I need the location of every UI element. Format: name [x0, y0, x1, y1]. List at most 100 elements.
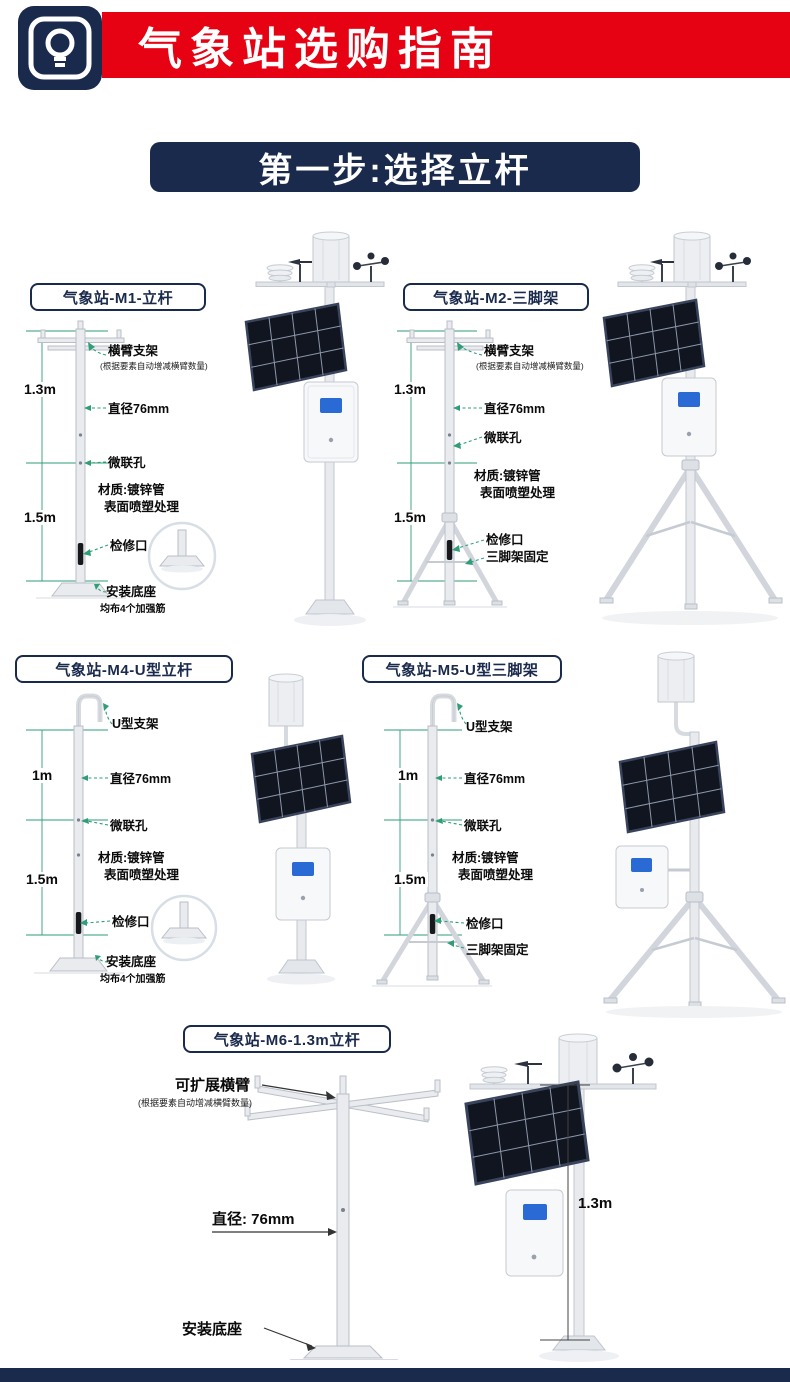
m2-ann-arm-bracket: 横臂支架	[484, 344, 535, 358]
m6-section-title: 气象站-M6-1.3m立杆	[183, 1025, 391, 1053]
m6-ann-expandable-arm: 可扩展横臂	[175, 1077, 251, 1094]
m2-ann-link-hole: 微联孔	[484, 431, 522, 445]
m6-leader-lines	[212, 1084, 335, 1347]
m6-pole-and-arms	[244, 1075, 441, 1359]
m4-ann-link-hole: 微联孔	[110, 819, 148, 833]
m2-section-title: 气象站-M2-三脚架	[403, 283, 589, 311]
m1-ann-material-2: 表面喷塑处理	[104, 500, 180, 514]
m4-ann-access-port: 检修口	[112, 915, 150, 929]
page-title: 气象站选购指南	[138, 25, 502, 74]
m1-photo-radiation-shield	[266, 264, 294, 282]
m5-pole	[427, 725, 438, 977]
m2-photo-wind-vane	[650, 259, 674, 282]
m1-ann-mounting-base-note: 均布4个加强筋	[100, 604, 166, 615]
m2-ann-access-port: 检修口	[486, 533, 524, 547]
m1-ann-arm-bracket-note: (根据要素自动增减横臂数量)	[100, 361, 208, 371]
m1-ann-material-1: 材质:镀锌管	[98, 483, 165, 497]
m6-photo-radiation-shield	[480, 1066, 508, 1084]
m1-pole-diagram	[26, 320, 217, 599]
m6-ann-expandable-arm-note: (根据要素自动增减横臂数量)	[138, 1098, 252, 1108]
m1-dim-1-3m: 1.3m	[22, 381, 58, 398]
m2-photo-tripod-legs	[603, 465, 778, 603]
m6-section-title-text: 气象站-M6-1.3m立杆	[213, 1031, 361, 1049]
m5-photo-u-tube	[674, 702, 693, 736]
m5-section-title: 气象站-M5-U型三脚架	[362, 655, 562, 683]
m4-u-bracket	[76, 693, 103, 730]
m1-callout-arrows	[88, 345, 109, 593]
m5-dimension-lines	[384, 729, 462, 936]
m5-photo-control-box	[615, 845, 690, 909]
m1-photo-wind-vane	[288, 259, 312, 282]
m1-photo-rain-gauge	[312, 231, 350, 288]
m1-base-inset-drawing	[158, 529, 206, 567]
m5-photo-rain-gauge	[657, 651, 695, 703]
m6-photo-wind-vane	[514, 1061, 542, 1084]
m6-photo-rain-gauge	[558, 1033, 598, 1085]
m6-photo-control-box	[505, 1189, 564, 1277]
m6-ann-mounting-base: 安装底座	[182, 1321, 243, 1338]
m4-access-slot	[75, 912, 82, 934]
m1-photo-anemometer	[353, 252, 389, 282]
m2-pole-diagram	[393, 320, 507, 608]
m6-pole-diagram	[212, 1075, 441, 1360]
m6-product-photo	[464, 1033, 657, 1362]
m1-section-title-text: 气象站-M1-立杆	[62, 289, 174, 307]
m4-ann-material-2: 表面喷塑处理	[104, 868, 180, 882]
m1-ann-access-port: 检修口	[110, 539, 148, 553]
m1-dim-1-5m: 1.5m	[22, 509, 58, 526]
m2-photo-rain-gauge	[673, 231, 711, 288]
m2-ann-arm-bracket-note: (根据要素自动增减横臂数量)	[476, 361, 584, 371]
m5-ann-access-port: 检修口	[466, 917, 504, 931]
m4-base-inset-drawing	[160, 901, 208, 939]
m5-section-title-text: 气象站-M5-U型三脚架	[385, 661, 539, 679]
m4-photo-base	[278, 959, 325, 974]
m4-pole-diagram	[26, 693, 218, 974]
m2-ann-material-2: 表面喷塑处理	[480, 486, 556, 500]
m4-ann-mounting-base-note: 均布4个加强筋	[100, 974, 166, 985]
m6-ann-diameter: 直径: 76mm	[212, 1211, 295, 1228]
m4-photo-control-box	[275, 847, 331, 921]
m5-access-slot	[429, 914, 436, 934]
m5-ann-link-hole: 微联孔	[464, 819, 502, 833]
page-title-banner: 气象站选购指南	[102, 12, 790, 78]
lightbulb-icon	[18, 6, 102, 90]
m1-pole	[37, 320, 125, 597]
m4-pole	[48, 725, 109, 972]
m2-ann-tripod-fix: 三脚架固定	[486, 550, 549, 564]
m2-product-photo	[599, 231, 783, 625]
m4-ann-diameter: 直径76mm	[110, 772, 172, 786]
m4-ann-u-bracket: U型支架	[112, 717, 159, 731]
m1-ann-arm-bracket: 横臂支架	[108, 344, 159, 358]
m5-dim-1-5m: 1.5m	[392, 871, 428, 888]
step-title: 第一步:选择立杆	[258, 151, 532, 190]
m5-product-photo	[603, 651, 786, 1018]
m1-access-slot	[77, 543, 84, 565]
m1-dimension-lines	[26, 330, 108, 582]
footer-bar	[0, 1368, 790, 1382]
m2-dim-1-5m: 1.5m	[392, 509, 428, 526]
m6-dimension-line	[540, 1084, 590, 1341]
m1-ann-diameter: 直径76mm	[108, 402, 170, 416]
m6-photo-anemometer	[612, 1053, 654, 1084]
m1-section-title: 气象站-M1-立杆	[30, 283, 206, 311]
m5-photo-solar-panel	[618, 740, 726, 834]
m2-callout-arrows	[457, 345, 485, 563]
m4-ann-mounting-base: 安装底座	[106, 955, 157, 969]
m1-ann-link-hole: 微联孔	[108, 456, 146, 470]
step-banner: 第一步:选择立杆	[150, 142, 640, 192]
m4-dimension-lines	[26, 729, 108, 936]
m5-dim-1m: 1m	[396, 767, 421, 784]
m5-u-bracket	[430, 693, 457, 730]
m1-photo-control-box	[303, 381, 359, 463]
m5-pole-diagram	[372, 693, 492, 987]
m4-photo-solar-panel	[250, 734, 352, 824]
m5-ann-u-bracket: U型支架	[466, 720, 513, 734]
m2-access-slot	[446, 540, 453, 560]
m5-callout-arrows	[439, 707, 467, 949]
m4-callout-arrows	[85, 707, 113, 963]
m4-section-title: 气象站-M4-U型立杆	[15, 655, 233, 683]
m1-ann-mounting-base: 安装底座	[106, 585, 157, 599]
m4-ann-material-1: 材质:镀锌管	[98, 851, 165, 865]
m5-ann-tripod-fix: 三脚架固定	[466, 943, 529, 957]
